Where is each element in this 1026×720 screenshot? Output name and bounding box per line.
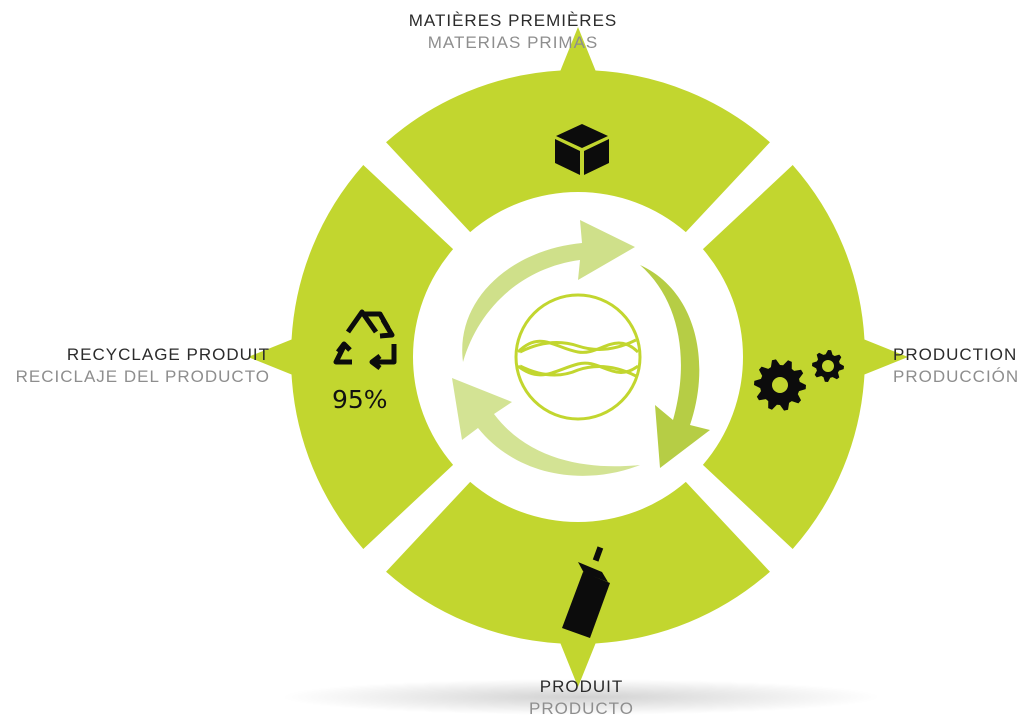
label-es: MATERIAS PRIMAS	[427, 33, 599, 52]
stage-label-recycling: RECYCLAGE PRODUIT RECICLAJE DEL PRODUCTO	[0, 344, 270, 388]
segment-recycling	[248, 165, 454, 549]
segment-production	[702, 165, 908, 549]
stage-label-production: PRODUCTION PRODUCCIÓN	[893, 344, 1019, 388]
cycle-arrows	[452, 220, 710, 476]
arrow-bottom	[452, 378, 640, 476]
recycle-icon	[333, 309, 397, 370]
arrow-right	[640, 265, 710, 468]
label-es: PRODUCCIÓN	[893, 367, 1020, 386]
cycle-logo-icon	[514, 293, 642, 421]
ground-shadow	[281, 679, 881, 715]
label-es: PRODUCTO	[529, 699, 634, 718]
box-icon	[555, 124, 609, 175]
spray-can-icon	[562, 546, 610, 638]
arrow-top	[462, 220, 635, 362]
stage-label-raw-materials: MATIÈRES PREMIÈRES MATERIAS PRIMAS	[0, 10, 1026, 54]
label-fr: PRODUIT	[539, 677, 624, 696]
gears-icon	[754, 350, 844, 411]
label-fr: RECYCLAGE PRODUIT	[66, 345, 270, 364]
recycling-percentage: 95%	[332, 385, 388, 414]
segment-product	[386, 481, 770, 687]
label-es: RECICLAJE DEL PRODUCTO	[15, 367, 270, 386]
label-fr: MATIÈRES PREMIÈRES	[408, 11, 618, 30]
stage-label-product: PRODUIT PRODUCTO	[0, 676, 1026, 720]
gear-hole	[772, 377, 788, 393]
label-fr: PRODUCTION	[893, 345, 1018, 364]
gear-hole	[822, 360, 834, 372]
